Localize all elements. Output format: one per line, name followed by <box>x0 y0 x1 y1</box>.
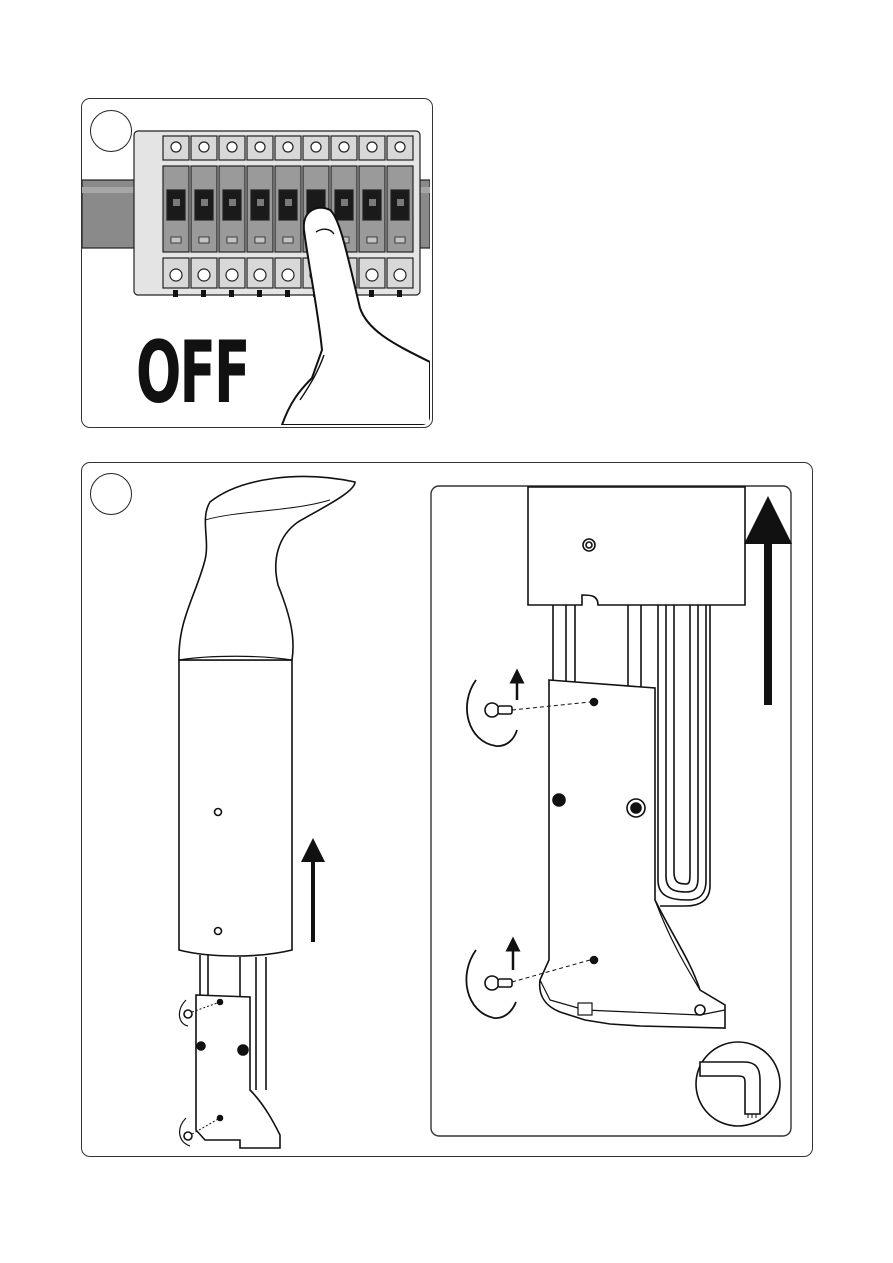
hand-blender <box>179 476 355 1148</box>
off-label: OFF <box>136 330 249 416</box>
breaker-module <box>359 136 385 297</box>
breaker-board <box>82 131 430 425</box>
handle-top <box>179 476 355 660</box>
breaker-module <box>275 136 301 297</box>
breaker-module <box>163 136 189 297</box>
breaker-module <box>247 136 273 297</box>
housing-bottom <box>528 487 745 605</box>
hex-key-icon <box>696 1042 780 1126</box>
breaker-module <box>191 136 217 297</box>
bracket <box>196 995 280 1148</box>
breaker-module <box>219 136 245 297</box>
motor-housing <box>179 660 292 956</box>
breaker-module <box>387 136 413 297</box>
